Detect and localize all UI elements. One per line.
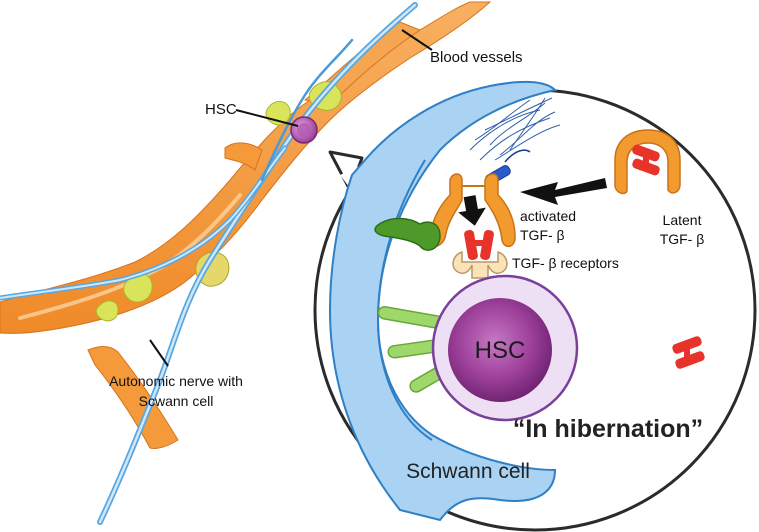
hsc-nucleus bbox=[448, 298, 552, 402]
label-activated-line2: TGF- β bbox=[520, 227, 565, 243]
blood-vessel-main bbox=[0, 1, 492, 334]
free-tgf-beta bbox=[672, 336, 705, 369]
activation-arrow bbox=[520, 178, 607, 205]
autonomic-nerve bbox=[0, 2, 418, 525]
schwann-cell-body bbox=[328, 80, 557, 522]
nerve-fiber-thin bbox=[260, 38, 354, 182]
tgf-receptor bbox=[452, 250, 508, 279]
label-nerve-line1: Autonomic nerve with bbox=[109, 373, 243, 389]
latent-tgf-beta bbox=[614, 129, 681, 195]
label-hibernation: “In hibernation” bbox=[513, 415, 703, 443]
yellow-cell bbox=[95, 300, 119, 322]
nerve-fiber-secondary-core bbox=[0, 147, 286, 299]
label-latent-line1: Latent bbox=[663, 212, 702, 228]
label-hsc-outer: HSC bbox=[205, 101, 237, 118]
hsc-cell bbox=[431, 274, 579, 422]
hsc-small bbox=[290, 116, 318, 144]
leader-lines bbox=[149, 29, 433, 367]
schwann-cell bbox=[328, 80, 557, 522]
label-schwann-cell: Schwann cell bbox=[406, 460, 530, 483]
leader-hsc bbox=[235, 109, 299, 127]
schwann-cell-membrane bbox=[376, 159, 433, 441]
nerve-fiber-core bbox=[98, 3, 417, 524]
label-receptors: TGF- β receptors bbox=[512, 255, 619, 271]
label-latent-line2: TGF- β bbox=[660, 231, 705, 247]
blood-vessel-left-branch bbox=[224, 142, 263, 171]
tgf-beta-receptor-complex bbox=[452, 229, 508, 279]
label-hsc-inner: HSC bbox=[475, 337, 526, 364]
label-nerve-line2: Scwann cell bbox=[139, 393, 214, 409]
leader-blood-vessels bbox=[401, 29, 433, 51]
label-blood-vessels: Blood vessels bbox=[430, 49, 523, 66]
leader-nerve bbox=[149, 339, 169, 367]
release-arrow bbox=[458, 195, 486, 226]
nerve-fibrils bbox=[469, 97, 561, 161]
blood-vessel-lower-branch bbox=[87, 346, 179, 449]
label-activated-line1: activated bbox=[520, 208, 576, 224]
green-ligand bbox=[374, 217, 441, 251]
